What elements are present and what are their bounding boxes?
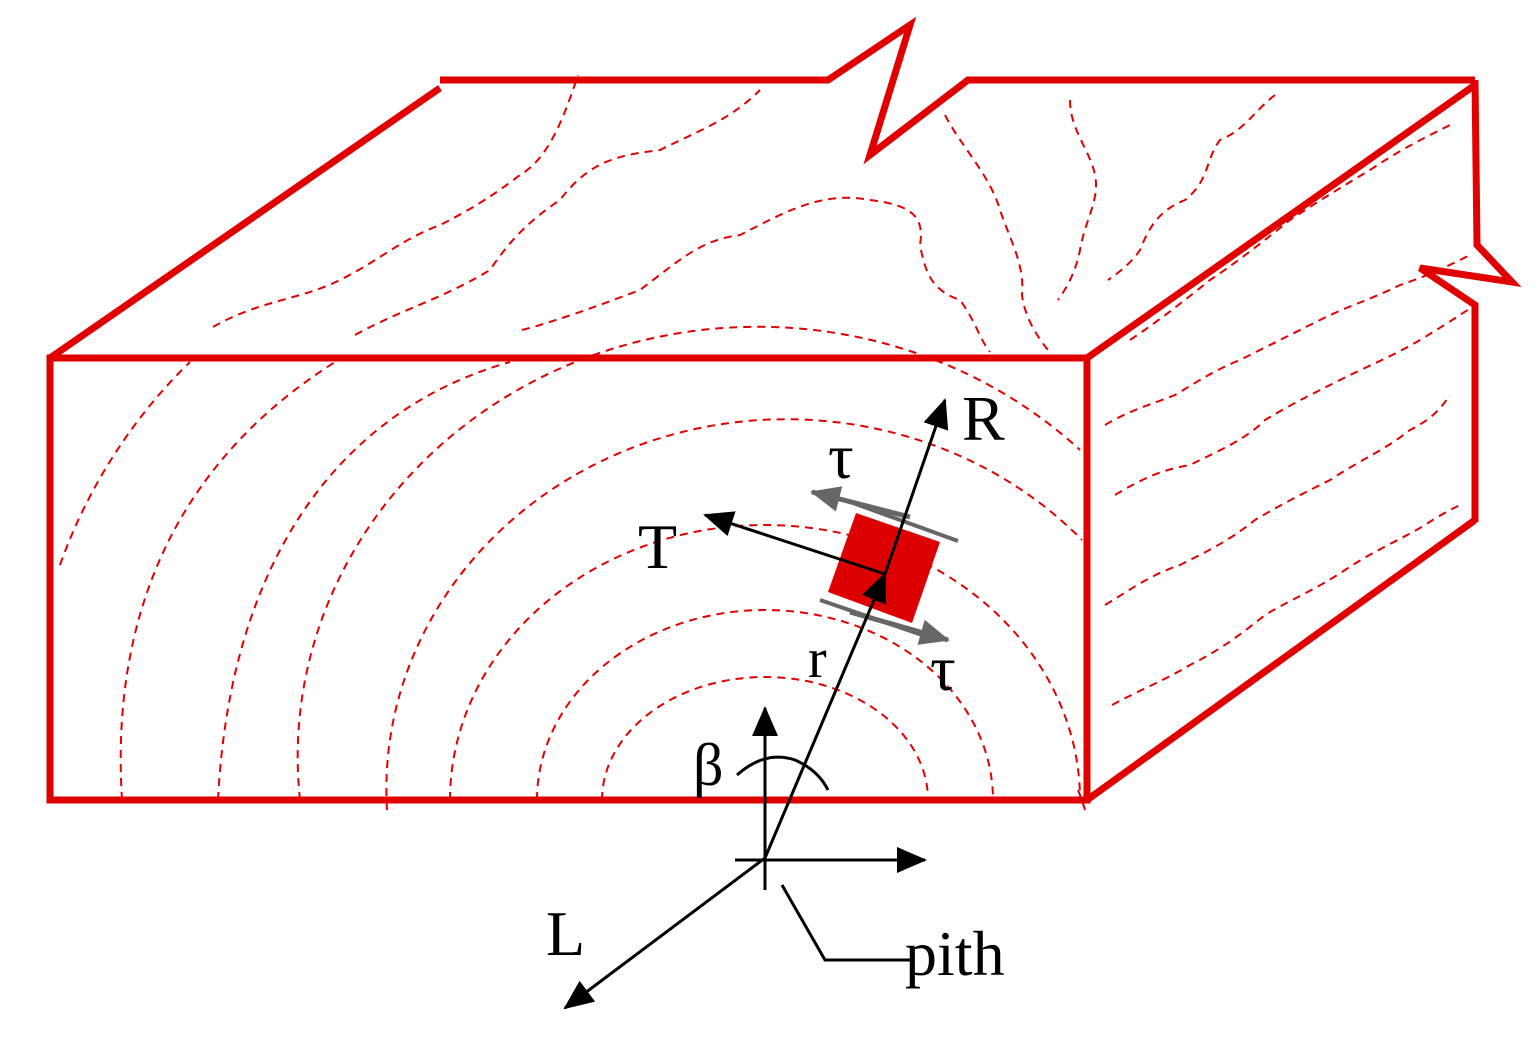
growth-ring-3 [449,524,1081,801]
radial-axis-label: R [962,383,1005,454]
growth-rings [59,325,1083,811]
bottom-right-edge [1084,517,1478,803]
shear-arrow-upper [810,486,911,520]
tangential-axis-label: T [638,511,677,582]
top-grain-6 [1107,94,1276,281]
growth-ring-8 [59,361,191,566]
side-grain-1 [1104,254,1471,426]
longitudinal-axis-label: L [546,898,585,969]
coordinate-axes [563,398,949,1010]
top-grain-2 [354,89,761,336]
growth-ring-6 [217,361,511,801]
growth-ring-1 [601,676,929,801]
side-grain-2 [1114,304,1476,496]
side-grain-3 [1104,394,1451,606]
stress-element-square [828,513,940,623]
front-face [46,354,1091,804]
top-grain-lines [212,74,1276,353]
growth-ring-5 [296,325,1081,801]
shear-stress-label-upper: τ [828,421,854,492]
shear-stress-label-lower: τ [930,633,956,704]
top-grain-4 [944,114,1049,351]
longitudinal-axis [563,856,766,1010]
back-right-edge [1418,79,1522,522]
wood-block-outline [46,16,1522,804]
side-grain-lines [1077,124,1476,811]
pith-leader-line [780,884,910,962]
growth-ring-2 [536,609,994,801]
side-grain-5 [1129,124,1451,341]
top-back-edge [440,16,1475,165]
side-grain-4 [1111,504,1461,706]
top-left-edge [48,85,442,361]
tangential-axis [703,511,886,576]
angle-arc [736,755,830,791]
stress-element [810,486,959,645]
radial-axis [883,398,949,575]
top-grain-1 [212,74,579,328]
top-grain-3 [521,196,991,353]
top-grain-5 [1057,99,1097,301]
growth-ring-4 [385,418,1083,811]
pith-label: pith [905,918,1005,989]
radius-label: r [808,628,827,690]
side-grain-6 [1077,789,1086,811]
radius-line [763,572,887,859]
angle-label: β [693,732,724,798]
top-right-edge [1084,82,1478,361]
growth-ring-7 [119,361,336,801]
